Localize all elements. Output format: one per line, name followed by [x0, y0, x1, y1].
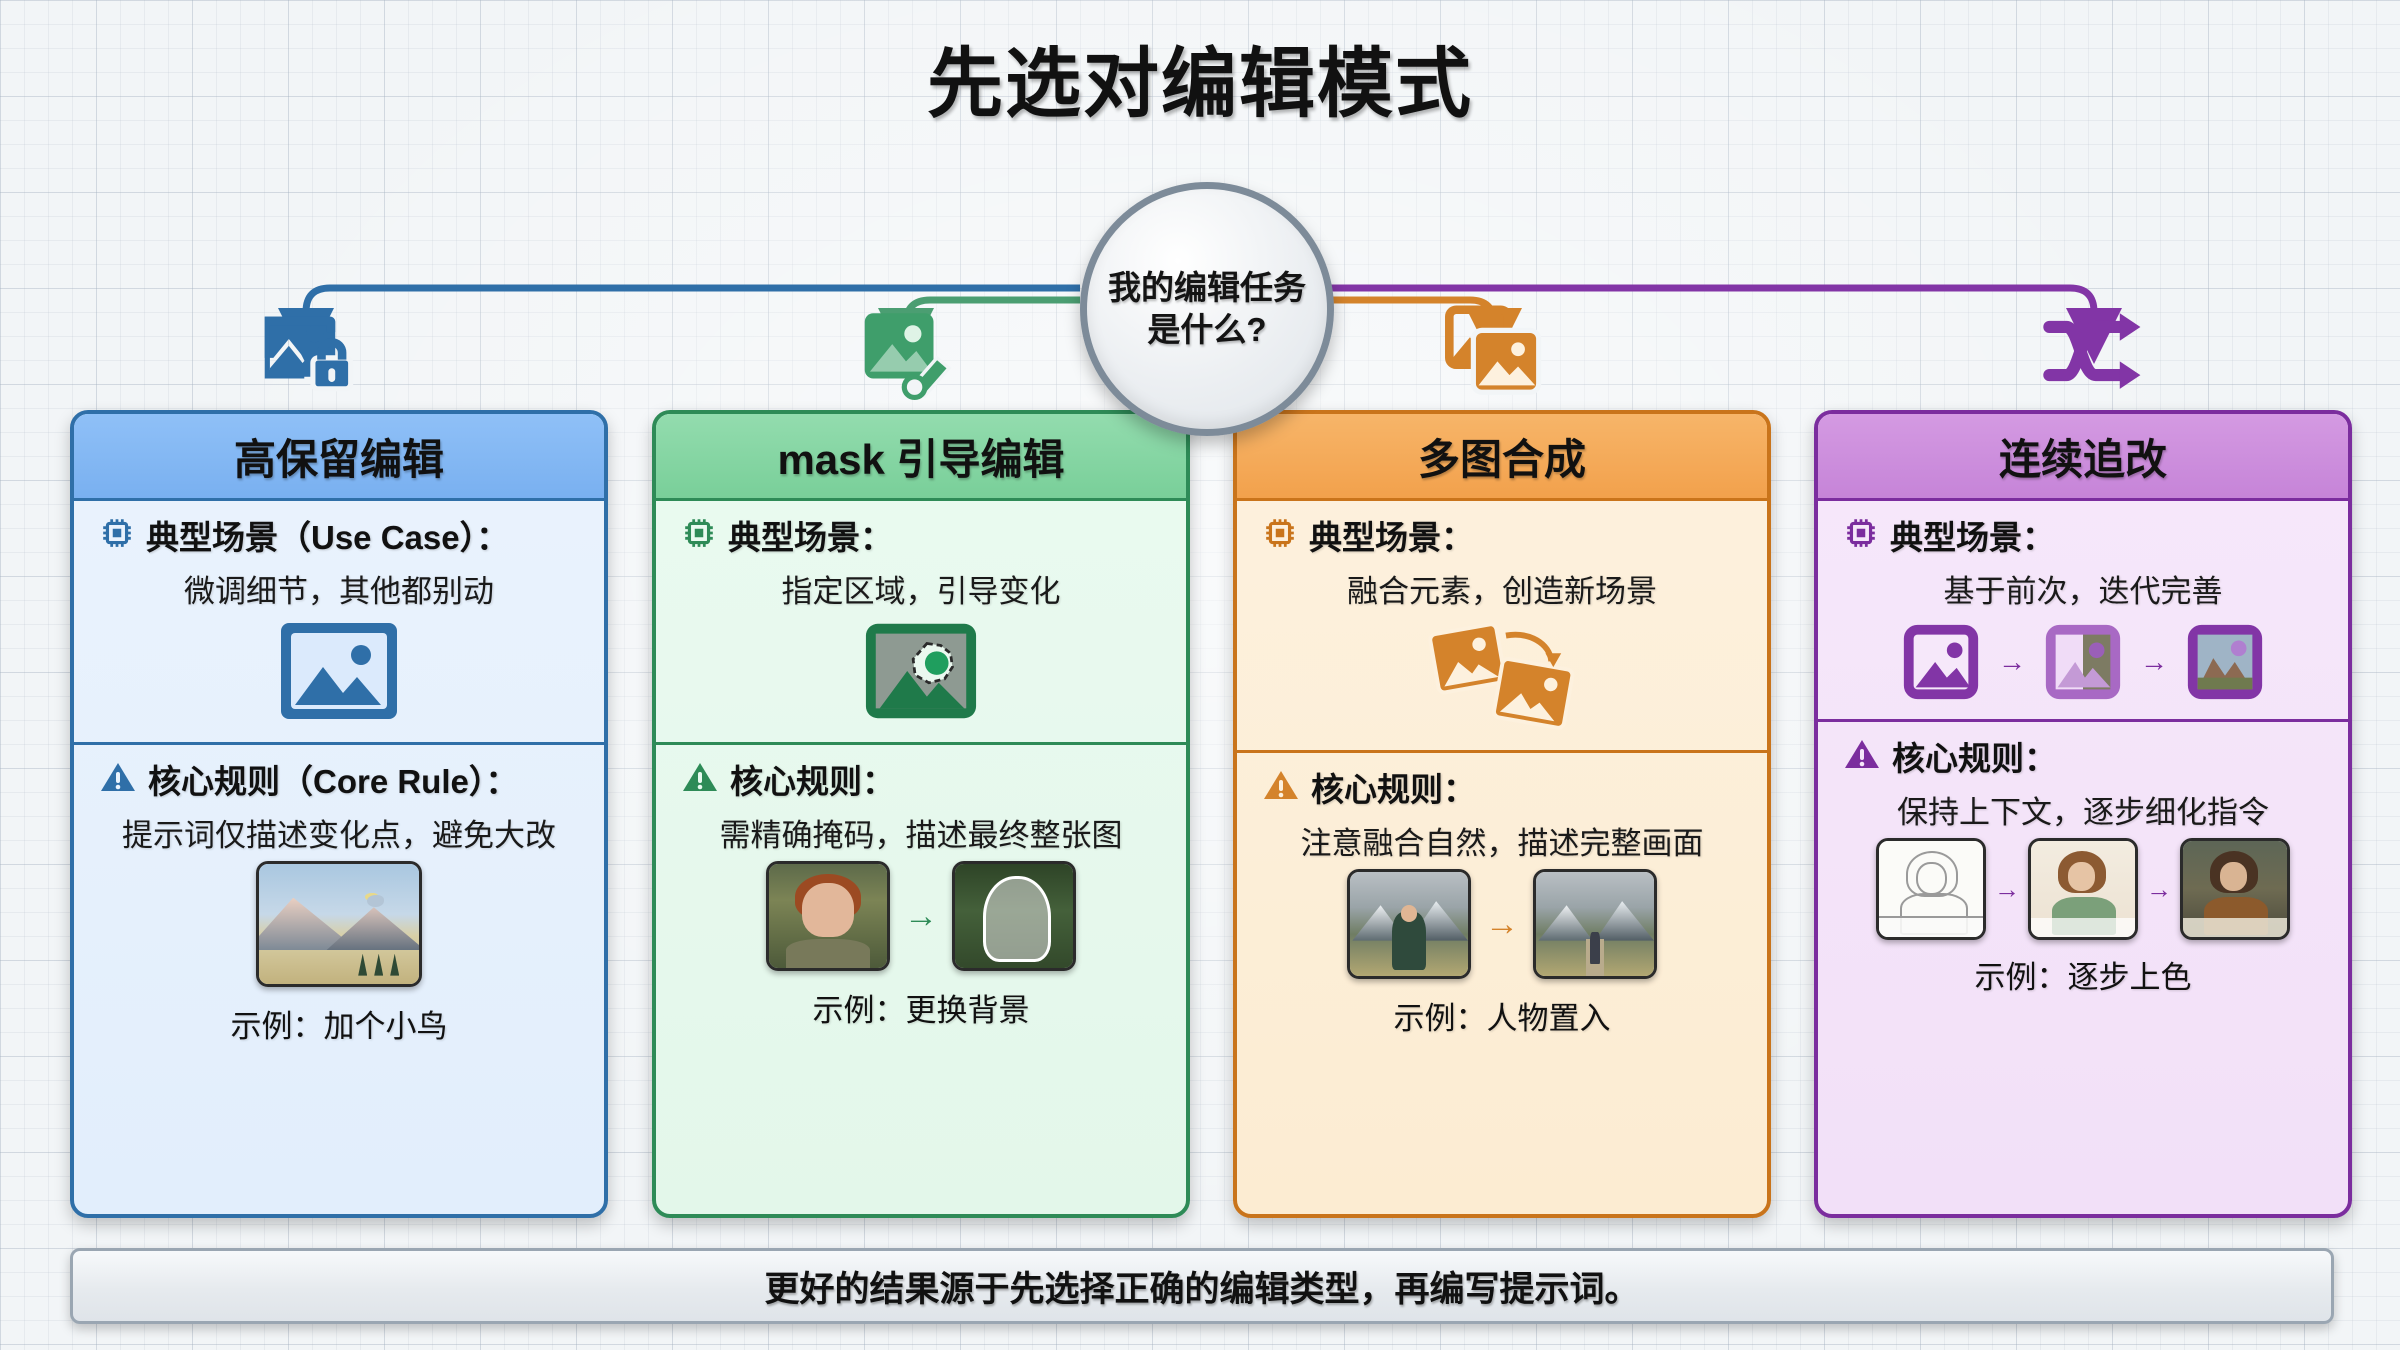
footer-banner: 更好的结果源于先选择正确的编辑类型，再编写提示词。 [70, 1248, 2334, 1324]
footer-text: 更好的结果源于先选择正确的编辑类型，再编写提示词。 [764, 1269, 1640, 1309]
chip-icon [1263, 516, 1297, 555]
hub-line-2: 是什么? [1147, 311, 1267, 348]
image-mask-selection-icon [862, 619, 980, 728]
card-title: 连续追改 [1818, 414, 2348, 498]
thumbnail-final [2180, 838, 2290, 940]
core-rule-section: 核心规则（Core Rule）： 提示词仅描述变化点，避免大改 示例：加个小鸟 [74, 745, 604, 1052]
example-caption: 示例：逐步上色 [1974, 960, 2192, 995]
thumbnail-image [256, 861, 422, 987]
arrow-icon: → [2140, 646, 2168, 677]
core-rule-label: 核心规则： [1311, 771, 1476, 808]
image-picture-icon [277, 619, 401, 728]
core-rule-text: 提示词仅描述变化点，避免大改 [122, 818, 556, 853]
chip-icon [1844, 516, 1878, 555]
core-rule-text: 注意融合自然，描述完整画面 [1300, 826, 1704, 861]
progression-step-1 [1903, 624, 1979, 700]
use-case-header: 典型场景： [1844, 511, 2055, 559]
arrow-icon: → [1994, 874, 2020, 904]
core-rule-label: 核心规则（Core Rule）： [148, 763, 519, 800]
example-caption: 示例：人物置入 [1393, 1001, 1611, 1036]
two-photos-merge-icon [1427, 619, 1577, 736]
use-case-label: 典型场景： [1890, 519, 2055, 556]
example-thumbnails: → [1347, 869, 1657, 979]
core-rule-header: 核心规则（Core Rule）： [100, 755, 518, 803]
core-rule-label: 核心规则： [1892, 740, 2057, 777]
use-case-text: 指定区域，引导变化 [781, 574, 1061, 609]
use-case-text: 融合元素，创造新场景 [1347, 574, 1657, 609]
core-rule-text: 需精确掩码，描述最终整张图 [719, 818, 1123, 853]
page-title: 先选对编辑模式 [927, 42, 1473, 127]
use-case-header: 典型场景： [682, 511, 893, 559]
use-case-text: 微调细节，其他都别动 [184, 574, 494, 609]
card-mask-guided-edit[interactable]: mask 引导编辑 典型场景： 指定区域，引导变化 [652, 410, 1190, 1218]
core-rule-header: 核心规则： [1263, 763, 1476, 811]
use-case-header: 典型场景（Use Case）： [100, 511, 509, 559]
use-case-section: 典型场景： 指定区域，引导变化 [656, 501, 1186, 734]
arrow-icon: → [2146, 874, 2172, 904]
card-iterative-refinement[interactable]: 连续追改 典型场景： 基于前次，迭代完善 → [1814, 410, 2352, 1218]
thumbnail-image-before [1347, 869, 1471, 979]
warning-triangle-icon [100, 761, 136, 798]
arrow-icon: → [1998, 646, 2026, 677]
chip-icon [682, 516, 716, 555]
example-thumbnails: → [766, 861, 1076, 971]
thumbnail-sketch [1876, 838, 1986, 940]
three-step-progression-icon: → → [1898, 619, 2268, 705]
card-title: mask 引导编辑 [656, 414, 1186, 498]
thumbnail-color-pass [2028, 838, 2138, 940]
thumbnail-image-after [952, 861, 1076, 971]
card-multi-image-composition[interactable]: 多图合成 典型场景： 融合元素，创造新场景 [1233, 410, 1771, 1218]
core-rule-header: 核心规则： [682, 755, 895, 803]
card-title: 高保留编辑 [74, 414, 604, 498]
image-lock-icon [251, 296, 361, 406]
shuffle-icon [2039, 296, 2149, 406]
warning-triangle-icon [1263, 769, 1299, 806]
example-caption: 示例：更换背景 [812, 993, 1030, 1028]
chip-icon [100, 516, 134, 555]
core-rule-text: 保持上下文，逐步细化指令 [1897, 795, 2269, 830]
use-case-label: 典型场景（Use Case）： [146, 519, 510, 556]
example-thumbnails [256, 861, 422, 987]
progression-step-2 [2045, 624, 2121, 700]
use-case-text: 基于前次，迭代完善 [1943, 574, 2223, 609]
stacked-images-icon [1439, 296, 1549, 406]
use-case-header: 典型场景： [1263, 511, 1474, 559]
card-high-fidelity-edit[interactable]: 高保留编辑 典型场景（Use Case）： 微调细节，其他都别动 [70, 410, 608, 1218]
thumbnail-image-after [1533, 869, 1657, 979]
hub-line-1: 我的编辑任务 [1108, 268, 1306, 306]
core-rule-section: 核心规则： 需精确掩码，描述最终整张图 → 示例：更换背景 [656, 745, 1186, 1036]
example-caption: 示例：加个小鸟 [230, 1009, 448, 1044]
use-case-label: 典型场景： [728, 519, 893, 556]
arrow-icon: → [904, 897, 938, 935]
progression-step-3 [2187, 624, 2263, 700]
arrow-icon: → [1485, 905, 1519, 943]
warning-triangle-icon [1844, 738, 1880, 775]
core-rule-section: 核心规则： 注意融合自然，描述完整画面 → 示例：人物置入 [1237, 753, 1767, 1044]
use-case-section: 典型场景（Use Case）： 微调细节，其他都别动 [74, 501, 604, 734]
central-question-node: 我的编辑任务 是什么? [1080, 182, 1334, 436]
use-case-section: 典型场景： 融合元素，创造新场景 [1237, 501, 1767, 742]
core-rule-header: 核心规则： [1844, 732, 2057, 780]
use-case-label: 典型场景： [1309, 519, 1474, 556]
thumbnail-image-before [766, 861, 890, 971]
example-thumbnails: → → [1876, 838, 2290, 940]
use-case-section: 典型场景： 基于前次，迭代完善 → → [1818, 501, 2348, 711]
image-brush-icon [851, 296, 961, 406]
warning-triangle-icon [682, 761, 718, 798]
core-rule-label: 核心规则： [730, 763, 895, 800]
card-title: 多图合成 [1237, 414, 1767, 498]
core-rule-section: 核心规则： 保持上下文，逐步细化指令 → → [1818, 722, 2348, 1003]
